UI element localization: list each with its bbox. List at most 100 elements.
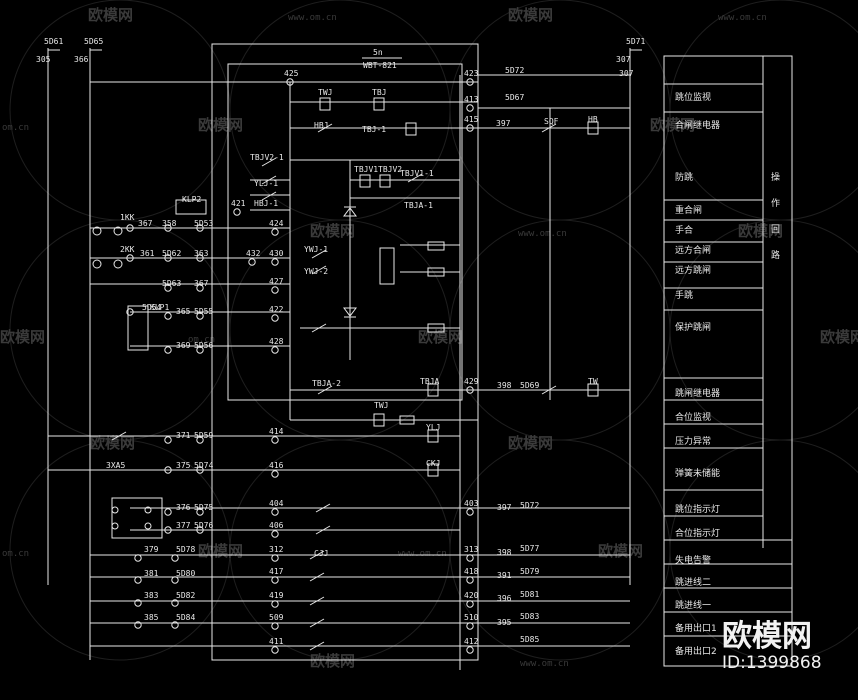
device-ref: 5n (373, 48, 383, 57)
relay-label: TWJ (318, 88, 332, 97)
watermark-brand: 欧模网 (508, 6, 553, 24)
function-table-row: 备用出口1 (675, 622, 717, 634)
relay-label: TBJ-1 (362, 125, 386, 134)
terminal-left-label: 363 (194, 249, 209, 258)
function-table-row: 合位指示灯 (675, 527, 720, 539)
terminal-mid-label: 421 (231, 199, 246, 208)
terminal-mid (233, 208, 241, 216)
watermark-brand: 欧模网 (508, 434, 553, 452)
terminal-mid-label: 427 (269, 277, 284, 286)
function-table-row: 手跳 (675, 289, 693, 301)
terminal-right (466, 576, 474, 584)
relay-label: YWJ-2 (304, 267, 328, 276)
function-table-row: 跳进线一 (675, 599, 711, 611)
terminal-left-label: 369 (176, 341, 191, 350)
function-table-group-label: 路 (771, 249, 780, 261)
terminal-left (134, 554, 142, 562)
relay-label: HBJ (314, 121, 328, 130)
output-terminal-label: 5D79 (520, 567, 539, 576)
terminal-mid (271, 530, 279, 538)
terminal-right-label: 423 (464, 69, 479, 78)
terminal-left-label: 367 (194, 279, 209, 288)
terminal-left (196, 436, 204, 444)
bus-label-right-num: 307 (616, 55, 631, 64)
terminal-mid-label: 509 (269, 613, 284, 622)
function-table-row: 合位监视 (675, 411, 711, 423)
watermark-url: www.om.cn (288, 13, 337, 23)
terminal-mid (271, 346, 279, 354)
terminal-mid-label: 432 (246, 249, 261, 258)
bus-label-mid-top: 5D65 (84, 37, 103, 46)
terminal-mid (271, 622, 279, 630)
function-table-row: 手合 (675, 224, 693, 236)
terminal-left (134, 576, 142, 584)
relay-label: SQF (544, 117, 559, 126)
terminal-right-label: 418 (464, 567, 479, 576)
terminal-mid (271, 470, 279, 478)
output-terminal-label: 5D85 (520, 635, 539, 644)
relay-coils (319, 97, 599, 477)
terminal-right (466, 508, 474, 516)
watermark-url: www.om.cn (518, 229, 567, 239)
watermark-url: om.cn (2, 549, 29, 559)
diodes (343, 206, 357, 318)
terminal-left-label: 5D78 (176, 545, 195, 554)
terminal-left (171, 554, 179, 562)
terminal-left-label: 379 (144, 545, 159, 554)
output-terminal-label: 398 (497, 548, 512, 557)
output-terminal-label: 396 (497, 594, 512, 603)
output-terminal-label: 307 (619, 69, 634, 78)
function-table-row: 失电告警 (675, 554, 711, 566)
watermark-brand: 欧模网 (90, 434, 135, 452)
terminal-right (466, 622, 474, 630)
terminal-right-label: 429 (464, 377, 479, 386)
watermark-brand: 欧模网 (738, 222, 783, 240)
terminal-mid-label: 404 (269, 499, 284, 508)
terminal-left (196, 312, 204, 320)
terminal-left-label: 358 (162, 219, 177, 228)
function-table-row: 保护跳闸 (675, 321, 711, 333)
device-box (211, 43, 479, 661)
terminal-left (134, 621, 142, 629)
relay-label: TBJA (420, 377, 439, 386)
relay-label: YWJ-1 (304, 245, 328, 254)
terminal-left-label: 5D62 (162, 249, 181, 258)
output-terminal-label: 391 (497, 571, 512, 580)
terminal-left-label: 5D54 (142, 303, 161, 312)
terminal-left (164, 466, 172, 474)
terminal-left (196, 508, 204, 516)
circuit-rows (48, 74, 630, 647)
terminal-left (196, 466, 204, 474)
terminal-left (196, 526, 204, 534)
terminal-left-label: 5D56 (194, 341, 213, 350)
switch-label: 3XA5 (106, 461, 125, 470)
relay-label: CJJ (314, 549, 328, 558)
relay-label: TBJV1-1 (400, 169, 434, 178)
terminal-left-label: 367 (138, 219, 153, 228)
output-terminal-label: 395 (497, 618, 512, 627)
bus-lines (47, 48, 642, 660)
terminal-mid (271, 228, 279, 236)
terminal-left-label: 5D59 (194, 431, 213, 440)
relay-label: YLJ (426, 423, 440, 432)
terminal-mid-label: 419 (269, 591, 284, 600)
function-table-row: 重合闸 (675, 204, 702, 216)
bus-label-left-top: 5D61 (44, 37, 63, 46)
relay-label: TBJA-2 (312, 379, 341, 388)
terminal-left-label: 5D63 (162, 279, 181, 288)
function-table-row: 跳位监视 (675, 91, 711, 103)
relay-label: TBJ (372, 88, 386, 97)
terminal-left (171, 599, 179, 607)
terminal-left (126, 224, 134, 232)
watermark-url: www.om.cn (520, 659, 569, 669)
terminal-left (196, 224, 204, 232)
watermark-url: om.cn (188, 335, 215, 345)
relay-label: TBJV2-1 (250, 153, 284, 162)
watermark-brand: 欧模网 (0, 328, 45, 346)
terminal-right-label: 313 (464, 545, 479, 554)
terminal-right (466, 124, 474, 132)
watermark-text: 欧模网 www.om.cn 欧模网 www.om.cn om.cn 欧模网 欧模… (0, 6, 858, 670)
relay-label: TW (588, 377, 598, 386)
